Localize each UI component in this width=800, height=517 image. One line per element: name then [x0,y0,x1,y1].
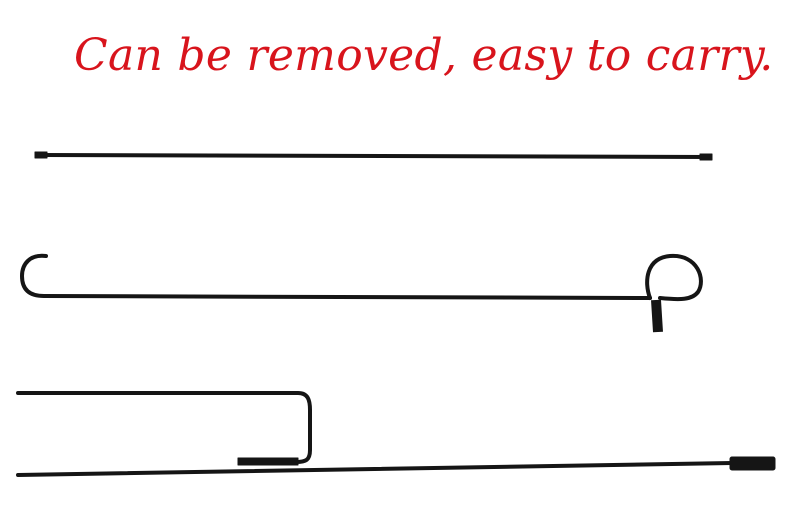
straight-rod [34,151,713,161]
hook-rod [20,253,703,333]
stake-rod [16,391,776,477]
caption-text: Can be removed, easy to carry. [74,30,774,81]
